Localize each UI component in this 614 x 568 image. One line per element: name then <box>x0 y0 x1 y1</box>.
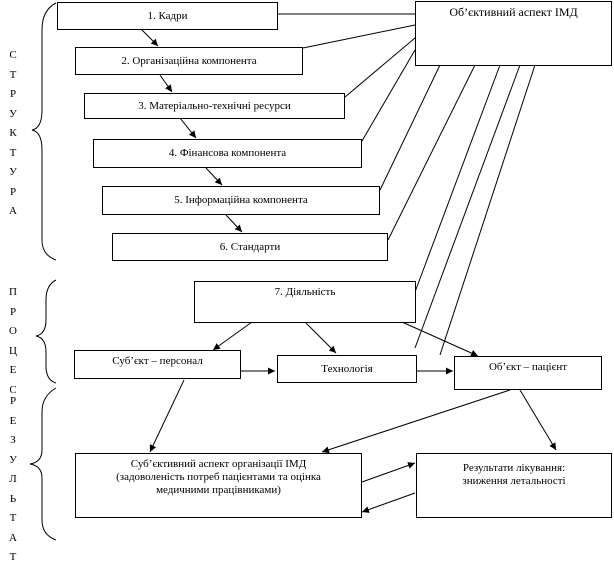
subjective-aspect-line1: Суб’єктивний аспект організації ІМД <box>130 458 307 470</box>
object-patient-label: Об’єкт – пацієнт <box>488 361 568 373</box>
info-component-label: 5. Інформаційна компонента <box>174 194 308 206</box>
objective-aspect-box: Об’єктивний аспект ІМД <box>415 1 612 66</box>
financial-component-label: 4. Фінансова компонента <box>168 147 287 159</box>
kadry-label: 1. Кадри <box>147 9 188 22</box>
object-patient-box: Об’єкт – пацієнт <box>454 356 602 390</box>
technology-label: Технологія <box>321 362 373 375</box>
financial-component-box: 4. Фінансова компонента <box>93 139 362 168</box>
org-component-label: 2. Організаційна компонента <box>121 54 257 67</box>
kadry-box: 1. Кадри <box>57 2 278 30</box>
info-component-box: 5. Інформаційна компонента <box>102 186 380 215</box>
subjective-aspect-line3: медичними працівниками) <box>156 484 281 496</box>
activity-label: 7. Діяльність <box>274 286 336 298</box>
material-resources-label: 3. Матеріально-технічні ресурси <box>138 99 291 112</box>
treatment-results-line1: Результати лікування: <box>462 462 566 474</box>
standards-box: 6. Стандарти <box>112 233 388 261</box>
subjective-aspect-line2: (задоволеність потреб пацієнтами та оцін… <box>116 471 321 483</box>
treatment-results-line2: зниження летальності <box>462 475 566 487</box>
standards-label: 6. Стандарти <box>219 240 281 253</box>
subjective-aspect-box: Суб’єктивний аспект організації ІМД (зад… <box>75 453 362 518</box>
org-component-box: 2. Організаційна компонента <box>75 47 303 75</box>
material-resources-box: 3. Матеріально-технічні ресурси <box>84 93 345 119</box>
subject-personnel-label: Суб’єкт – персонал <box>112 355 203 367</box>
activity-box: 7. Діяльність <box>194 281 416 323</box>
technology-box: Технологія <box>277 355 417 383</box>
connector-lines <box>29 2 557 541</box>
treatment-results-box: Результати лікування: зниження летальнос… <box>416 453 612 518</box>
subject-personnel-box: Суб’єкт – персонал <box>74 350 241 379</box>
objective-aspect-label: Об’єктивний аспект ІМД <box>449 5 578 19</box>
